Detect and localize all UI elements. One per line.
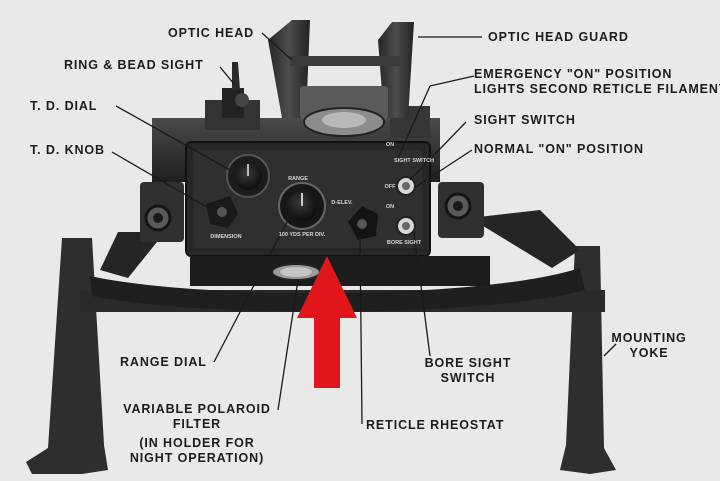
label-bore-sight-switch-line2: SWITCH	[440, 371, 496, 385]
bore-sight-switch	[396, 216, 416, 236]
label-bore-sight-switch: BORE SIGHT SWITCH	[418, 356, 518, 386]
panel-on-bottom-text: ON	[386, 204, 394, 210]
label-normal-on: NORMAL "ON" POSITION	[474, 142, 644, 156]
label-variable-polaroid-line1: VARIABLE POLAROID	[123, 402, 271, 416]
panel-elev-text: D-ELEV.	[331, 200, 353, 206]
range-dial	[278, 182, 326, 230]
label-mounting-yoke-line2: YOKE	[629, 346, 669, 360]
panel-off-text: OFF	[385, 184, 397, 190]
panel-sight-switch-text: SIGHT SWITCH	[394, 158, 434, 164]
sight-switch	[396, 176, 416, 196]
label-variable-polaroid-line4: NIGHT OPERATION)	[129, 451, 265, 465]
label-emergency-on-filament: LIGHTS SECOND RETICLE FILAMENT	[474, 82, 720, 96]
label-variable-polaroid-line3: (IN HOLDER FOR	[139, 436, 255, 450]
label-optic-head-guard: OPTIC HEAD GUARD	[488, 30, 629, 44]
td-knob	[206, 196, 238, 228]
polaroid-filter-holder	[271, 263, 321, 281]
label-bore-sight-switch-line1: BORE SIGHT	[424, 356, 512, 370]
label-td-dial: T. D. DIAL	[30, 99, 98, 113]
label-mounting-yoke-line1: MOUNTING	[611, 331, 687, 345]
label-td-knob: T. D. KNOB	[30, 143, 105, 157]
label-sight-switch: SIGHT SWITCH	[474, 113, 576, 127]
label-mounting-yoke: MOUNTING YOKE	[604, 331, 694, 361]
leader-lines	[111, 32, 617, 425]
td-dial	[226, 154, 270, 198]
label-variable-polaroid-line2: FILTER	[172, 417, 222, 431]
label-variable-polaroid-filter: VARIABLE POLAROID FILTER (IN HOLDER FOR …	[108, 402, 286, 466]
label-ring-bead-sight: RING & BEAD SIGHT	[64, 58, 204, 72]
optic-head	[268, 20, 414, 137]
label-optic-head: OPTIC HEAD	[168, 26, 255, 40]
red-arrow	[297, 256, 357, 388]
panel-scale-text: 100 YDS PER DIV.	[279, 232, 326, 238]
side-connectors	[140, 182, 484, 242]
panel-on-top-text: ON	[386, 142, 394, 148]
label-reticle-rheostat: RETICLE RHEOSTAT	[366, 418, 505, 432]
panel-dimension-text: DIMENSION	[210, 234, 241, 240]
panel-range-text: RANGE	[288, 176, 308, 182]
panel-bore-sight-text: BORE SIGHT	[387, 240, 422, 246]
label-emergency-on: EMERGENCY "ON" POSITION	[474, 67, 673, 81]
label-range-dial: RANGE DIAL	[120, 355, 207, 369]
reticle-rheostat-knob	[348, 206, 378, 240]
